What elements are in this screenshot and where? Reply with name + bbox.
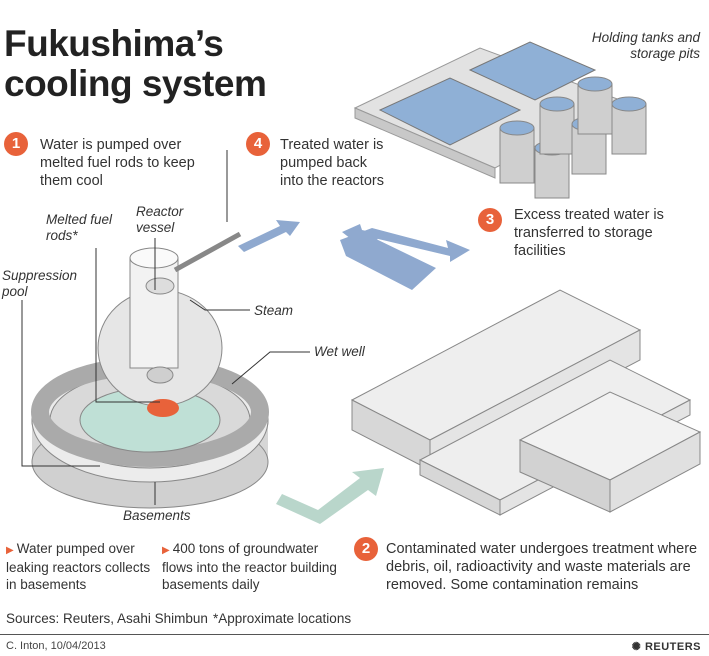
label-suppression-pool: Suppression pool <box>2 268 78 299</box>
holding-pits <box>353 41 622 179</box>
sources-text: Sources: Reuters, Asahi Shimbun <box>6 611 208 626</box>
step-4-text: Treated water is pumped back into the re… <box>280 137 384 189</box>
treatment-facility <box>350 289 702 516</box>
bullet-triangle-icon: ▶ <box>162 545 170 556</box>
label-basements: Basements <box>123 508 191 523</box>
bullet-triangle-icon: ▶ <box>6 545 14 556</box>
step-4-badge: 4 <box>246 132 270 156</box>
label-wet-well: Wet well <box>314 344 365 359</box>
bullet-text: Water pumped over leaking reactors colle… <box>6 541 151 592</box>
bullet-text: 400 tons of groundwater flows into the r… <box>162 541 337 592</box>
step-1-badge: 1 <box>4 132 28 156</box>
step-2-text: Contaminated water undergoes treatment w… <box>386 541 698 593</box>
label-holding-tanks: Holding tanks and storage pits <box>591 30 700 61</box>
label-reactor-vessel: Reactor vessel <box>136 204 184 235</box>
label-melted-fuel-rods: Melted fuel rods* <box>46 212 113 243</box>
step-3-badge: 3 <box>478 208 502 232</box>
approximate-note: *Approximate locations <box>213 611 352 626</box>
credit-text: C. Inton, 10/04/2013 <box>6 640 106 652</box>
reuters-logo-icon: ✺ <box>631 641 645 653</box>
contaminated-water-arrow <box>276 468 384 524</box>
storage-tanks <box>499 76 647 199</box>
page-title: Fukushima’s cooling system <box>4 23 267 104</box>
bullet-groundwater: ▶400 tons of groundwater flows into the … <box>162 540 340 593</box>
step-2-badge: 2 <box>354 537 378 561</box>
bullet-basements: ▶Water pumped over leaking reactors coll… <box>6 540 156 593</box>
label-steam: Steam <box>254 303 294 318</box>
leader-lines <box>21 150 310 505</box>
step-3-text: Excess treated water is transferred to s… <box>514 207 664 259</box>
reuters-logo: ✺ REUTERS <box>632 640 701 653</box>
treated-water-arrows <box>238 220 470 290</box>
reactor <box>31 231 269 509</box>
footer-divider <box>0 634 709 635</box>
reuters-logo-text: REUTERS <box>644 641 701 653</box>
step-1-text: Water is pumped over melted fuel rods to… <box>40 137 195 189</box>
